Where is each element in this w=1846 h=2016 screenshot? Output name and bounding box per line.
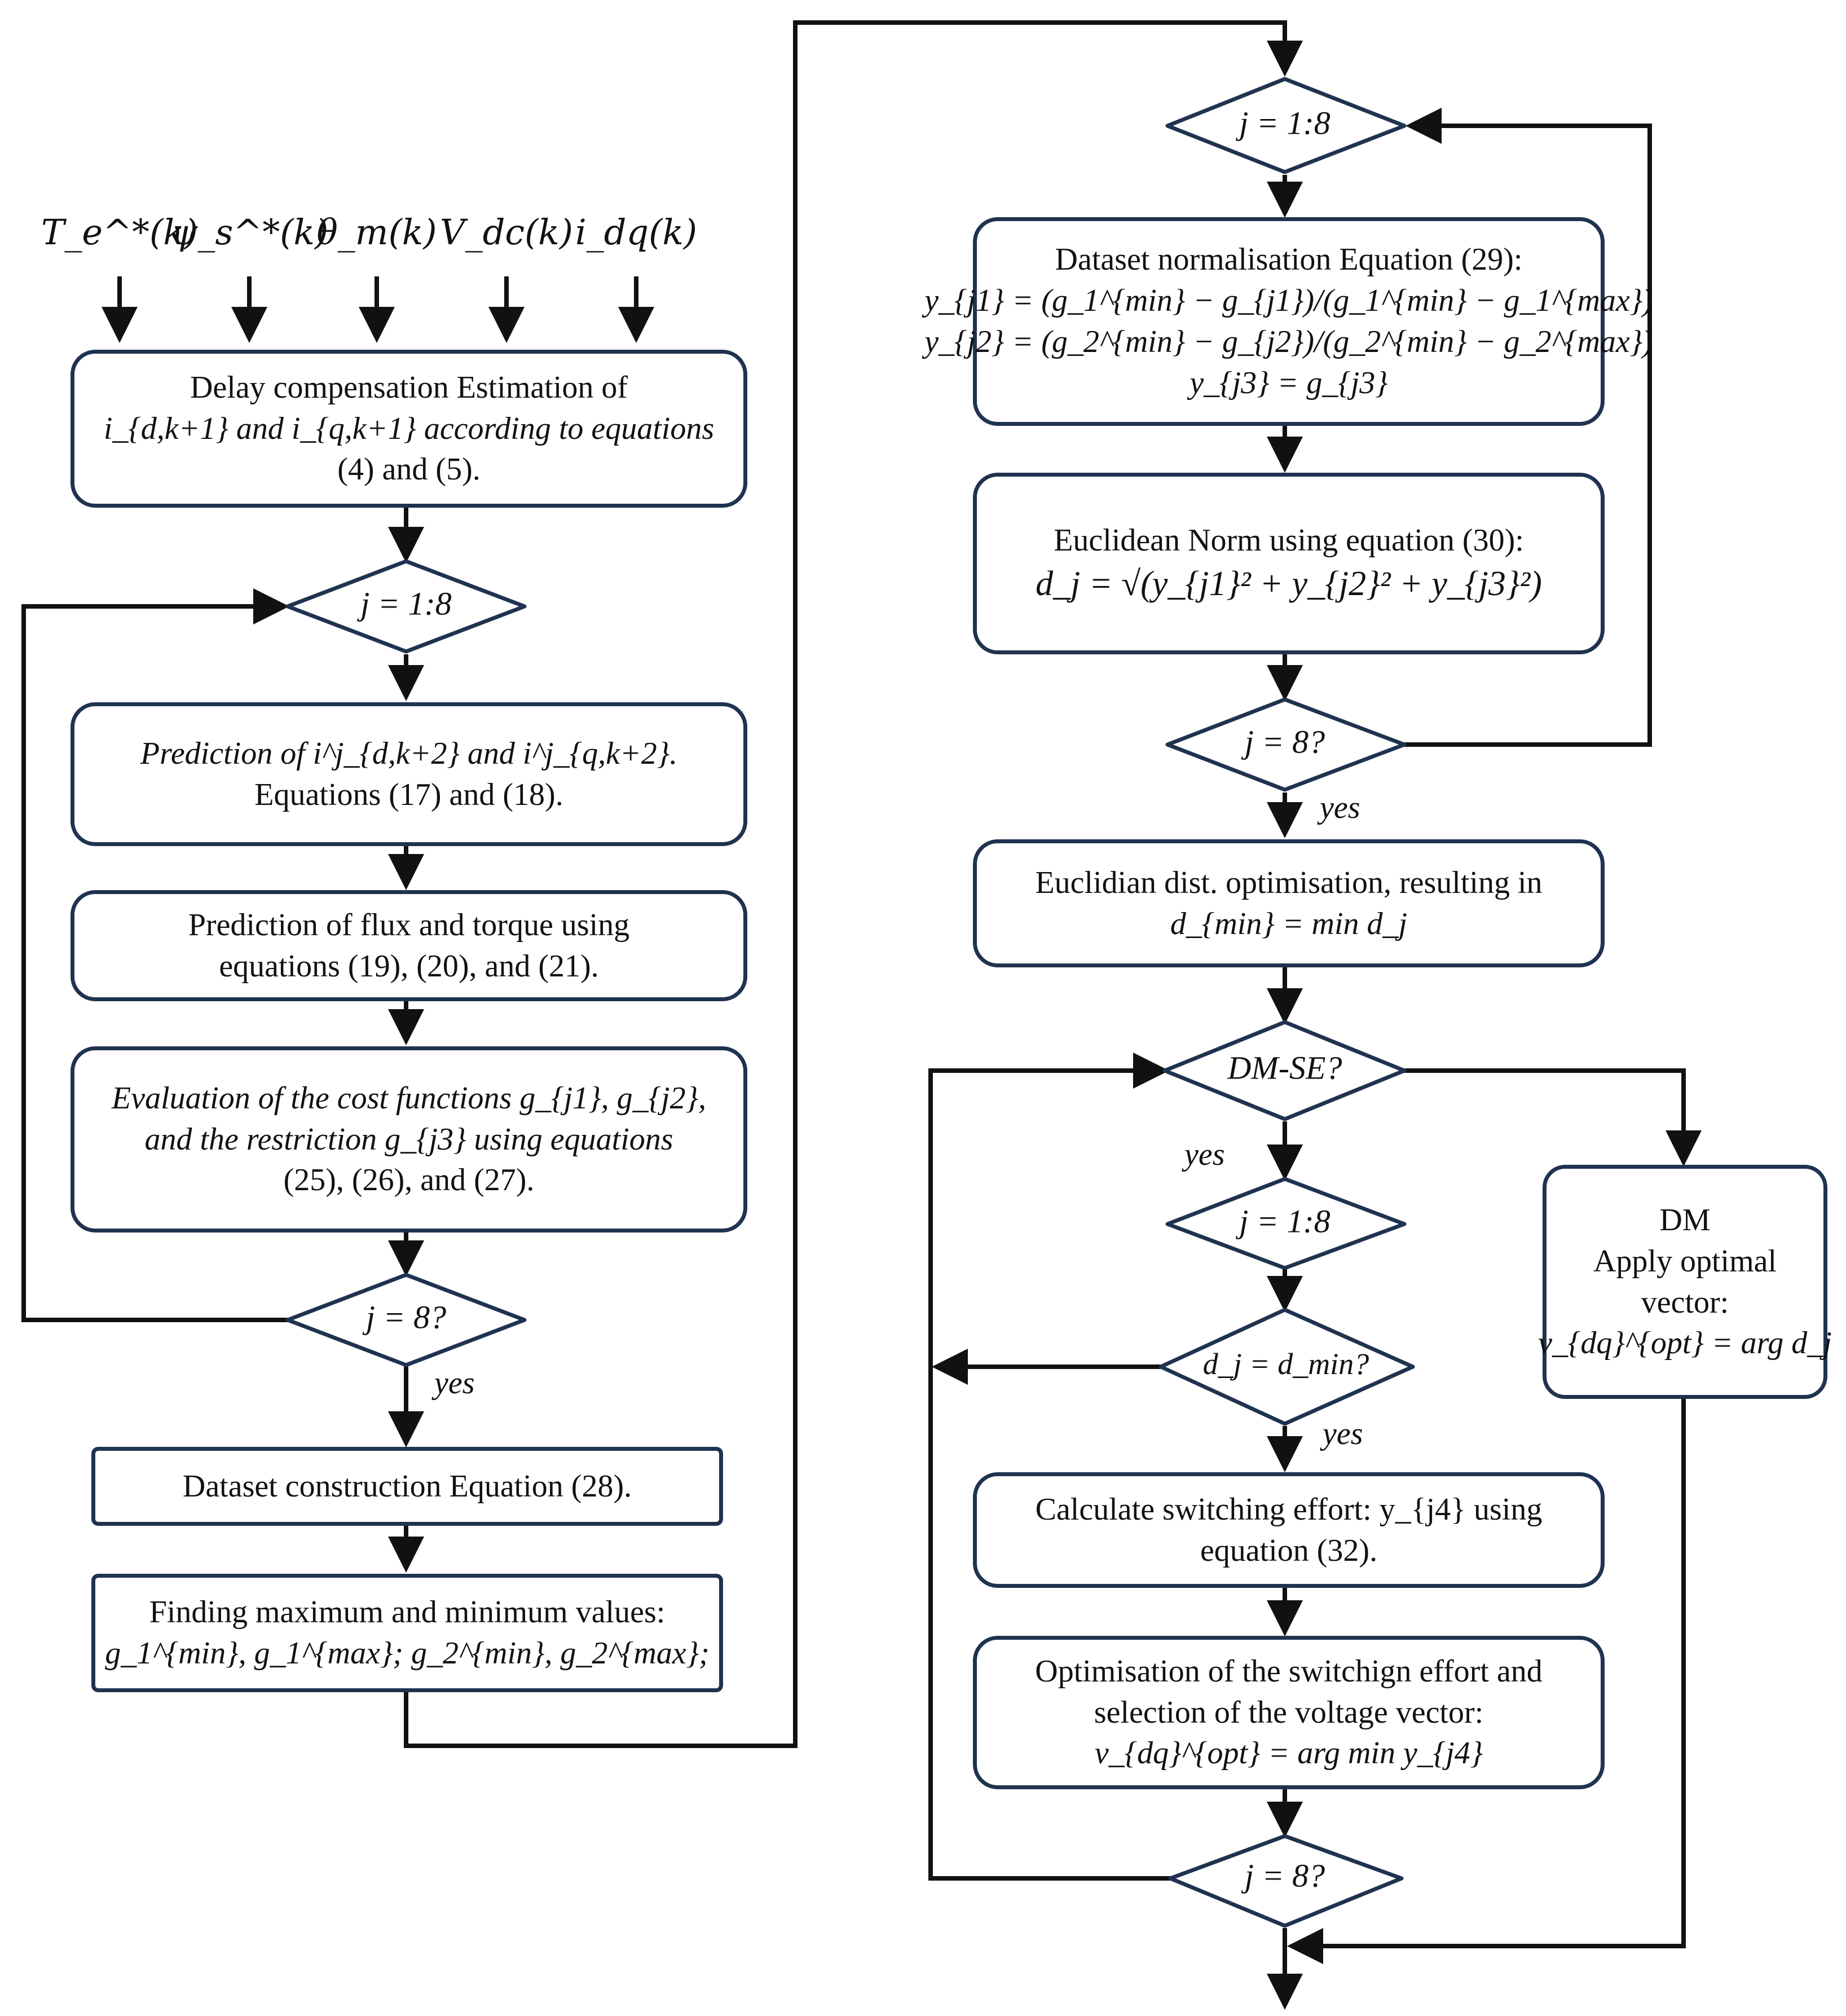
dm-line-4: v_{dq}^{opt} = arg d_j <box>1538 1326 1832 1361</box>
yes-label-dmse: yes <box>1184 1137 1225 1172</box>
decision-dj-check-text: d_j = d_min? <box>1202 1347 1369 1381</box>
box-delay-compensation: Delay compensation Estimation of i_{d,k+… <box>71 350 747 508</box>
decision-loop2-start-text: j = 1:8 <box>1239 104 1330 142</box>
opt-switch-line-1: Optimisation of the switchign effort and <box>1035 1653 1543 1689</box>
decision-loop3-end-text: j = 8? <box>1244 1857 1325 1894</box>
input-rotor-angle: θ_m(k) <box>316 212 437 253</box>
euclid-opt-line-2: d_{min} = min d_j <box>1170 906 1408 941</box>
normalisation-line-1: Dataset normalisation Equation (29): <box>1055 242 1523 278</box>
delay-line-1: Delay compensation Estimation of <box>190 369 628 405</box>
loop2-return <box>1402 108 1652 747</box>
decision-dmse <box>1162 1020 1407 1121</box>
dm-line-1: DM <box>1659 1202 1711 1238</box>
decision-dj-check <box>1158 1308 1415 1426</box>
box-optimisation-switching: Optimisation of the switchign effort and… <box>973 1636 1605 1789</box>
box-euclidean-norm: Euclidean Norm using equation (30): d_j … <box>973 473 1605 654</box>
dm-line-3: vector: <box>1641 1284 1729 1320</box>
decision-loop2-end-text: j = 8? <box>1244 723 1325 760</box>
opt-switch-line-2: selection of the voltage vector: <box>1094 1694 1484 1730</box>
find-minmax-line-2: g_1^{min}, g_1^{max}; g_2^{min}, g_2^{ma… <box>105 1636 710 1671</box>
decision-loop1-start <box>285 559 527 654</box>
decision-loop2-end <box>1165 697 1407 792</box>
switching-line-1: Calculate switching effort: y_{j4} using <box>1035 1491 1543 1527</box>
eval-line-2: and the restriction g_{j3} using equatio… <box>144 1121 673 1157</box>
decision-loop1-end-text: j = 8? <box>365 1298 447 1336</box>
input-dc-voltage: V_dc(k) <box>439 212 574 253</box>
input-dq-current: i_dq(k) <box>575 212 698 253</box>
yes-label-dj-check: yes <box>1323 1416 1363 1451</box>
norm-line-2: d_j = √(y_{j1}² + y_{j2}² + y_{j3}²) <box>1036 565 1542 604</box>
decision-loop3-start-text: j = 1:8 <box>1239 1203 1330 1240</box>
eval-line-1: Evaluation of the cost functions g_{j1},… <box>112 1080 706 1116</box>
box-euclidian-optimisation: Euclidian dist. optimisation, resulting … <box>973 839 1605 967</box>
box-dm-apply-vector: DM Apply optimal vector: v_{dq}^{opt} = … <box>1538 1165 1832 1399</box>
box-find-min-max: Finding maximum and minimum values: g_1^… <box>91 1574 723 1692</box>
normalisation-line-4: y_{j3} = g_{j3} <box>1189 365 1388 400</box>
find-minmax-line-1: Finding maximum and minimum values: <box>149 1595 666 1630</box>
decision-loop2-start <box>1165 77 1407 174</box>
decision-loop1-start-text: j = 1:8 <box>360 585 452 622</box>
input-flux-ref: ψ_s^*(k) <box>170 212 329 253</box>
switching-line-2: equation (32). <box>1200 1533 1378 1568</box>
pred-current-line-2: Equations (17) and (18). <box>254 777 563 812</box>
arrow-dm-to-merge <box>1287 1399 1686 1964</box>
decision-loop3-end <box>1168 1834 1404 1928</box>
dm-line-2: Apply optimal <box>1593 1243 1777 1279</box>
yes-label-loop1: yes <box>434 1366 475 1401</box>
input-torque-ref: T_e^*(k) <box>41 212 198 253</box>
loop1-return <box>21 588 289 1322</box>
box-switching-effort: Calculate switching effort: y_{j4} using… <box>973 1472 1605 1588</box>
pred-current-line-1: Prediction of i^j_{d,k+2} and i^j_{q,k+2… <box>140 736 678 771</box>
box-prediction-current: Prediction of i^j_{d,k+2} and i^j_{q,k+2… <box>71 702 747 846</box>
decision-loop1-end <box>285 1273 527 1367</box>
normalisation-line-3: y_{j2} = (g_2^{min} − g_{j2})/(g_2^{min}… <box>924 324 1653 359</box>
pred-flux-line-1: Prediction of flux and torque using <box>188 907 630 943</box>
dataset-construction-text: Dataset construction Equation (28). <box>182 1468 632 1504</box>
normalisation-line-2: y_{j1} = (g_1^{min} − g_{j1})/(g_1^{min}… <box>924 283 1653 319</box>
delay-line-3: (4) and (5). <box>337 452 481 487</box>
box-dataset-construction: Dataset construction Equation (28). <box>91 1447 723 1526</box>
arrow-dmse-to-dm <box>1404 1068 1702 1167</box>
decision-dmse-text: DM-SE? <box>1227 1049 1342 1086</box>
decision-loop3-start <box>1165 1177 1407 1270</box>
connector-left-to-right <box>404 20 1303 1748</box>
box-evaluation-cost: Evaluation of the cost functions g_{j1},… <box>71 1046 747 1233</box>
pred-flux-line-2: equations (19), (20), and (21). <box>219 948 599 984</box>
euclid-opt-line-1: Euclidian dist. optimisation, resulting … <box>1035 865 1543 900</box>
yes-label-loop2: yes <box>1320 790 1360 825</box>
delay-line-2: i_{d,k+1} and i_{q,k+1} according to equ… <box>103 411 715 446</box>
eval-line-3: (25), (26), and (27). <box>283 1163 535 1198</box>
opt-switch-line-3: v_{dq}^{opt} = arg min y_{j4} <box>1094 1736 1483 1771</box>
norm-line-1: Euclidean Norm using equation (30): <box>1054 523 1524 558</box>
box-dataset-normalisation: Dataset normalisation Equation (29): y_{… <box>924 217 1653 426</box>
loop3-return <box>928 1053 1170 1881</box>
box-prediction-flux-torque: Prediction of flux and torque using equa… <box>71 890 747 1001</box>
